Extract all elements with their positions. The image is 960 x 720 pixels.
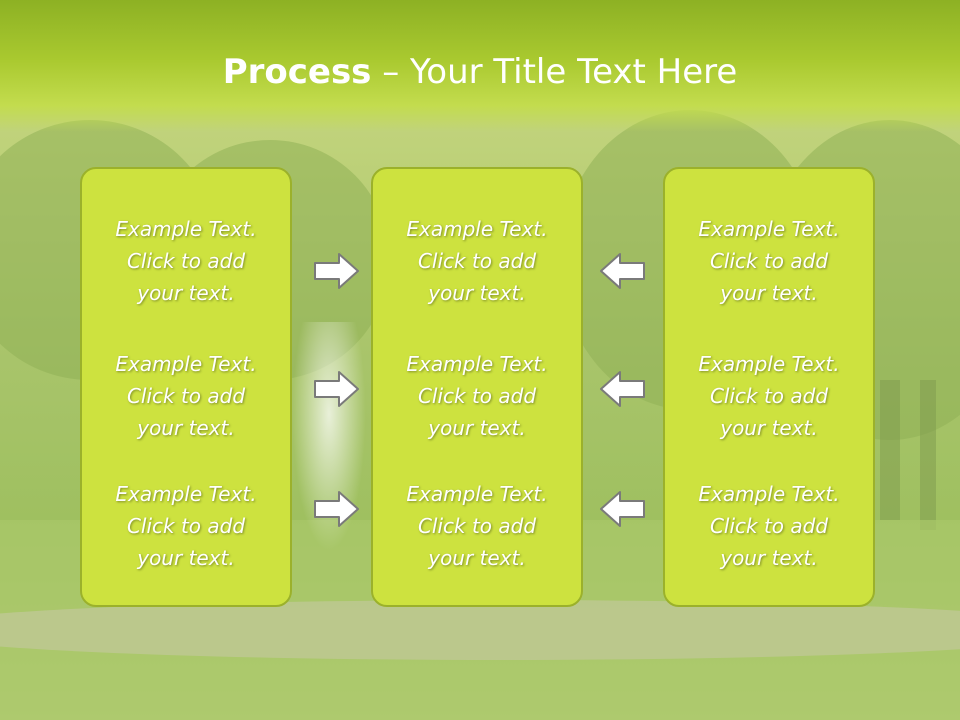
process-box-right[interactable]: Example Text. Click to add your text. Ex… — [663, 167, 875, 607]
title-strong: Process — [222, 52, 372, 92]
page-title[interactable]: Process – Your Title Text Here — [0, 52, 960, 92]
text-placeholder[interactable]: Example Text. Click to add your text. — [406, 217, 548, 305]
title-header — [0, 0, 960, 132]
text-placeholder[interactable]: Example Text. Click to add your text. — [698, 352, 840, 440]
text-placeholder[interactable]: Example Text. Click to add your text. — [115, 217, 257, 305]
arrow-right-icon — [314, 371, 359, 407]
text-placeholder[interactable]: Example Text. Click to add your text. — [115, 352, 257, 440]
process-box-center[interactable]: Example Text. Click to add your text. Ex… — [371, 167, 583, 607]
text-placeholder[interactable]: Example Text. Click to add your text. — [698, 482, 840, 570]
text-placeholder[interactable]: Example Text. Click to add your text. — [698, 217, 840, 305]
arrow-right-icon — [314, 253, 359, 289]
process-box-left[interactable]: Example Text. Click to add your text. Ex… — [80, 167, 292, 607]
title-rest: – Your Title Text Here — [371, 52, 738, 92]
text-placeholder[interactable]: Example Text. Click to add your text. — [406, 352, 548, 440]
arrow-left-icon — [600, 491, 645, 527]
text-placeholder[interactable]: Example Text. Click to add your text. — [115, 482, 257, 570]
arrow-left-icon — [600, 253, 645, 289]
text-placeholder[interactable]: Example Text. Click to add your text. — [406, 482, 548, 570]
arrow-right-icon — [314, 491, 359, 527]
arrow-left-icon — [600, 371, 645, 407]
